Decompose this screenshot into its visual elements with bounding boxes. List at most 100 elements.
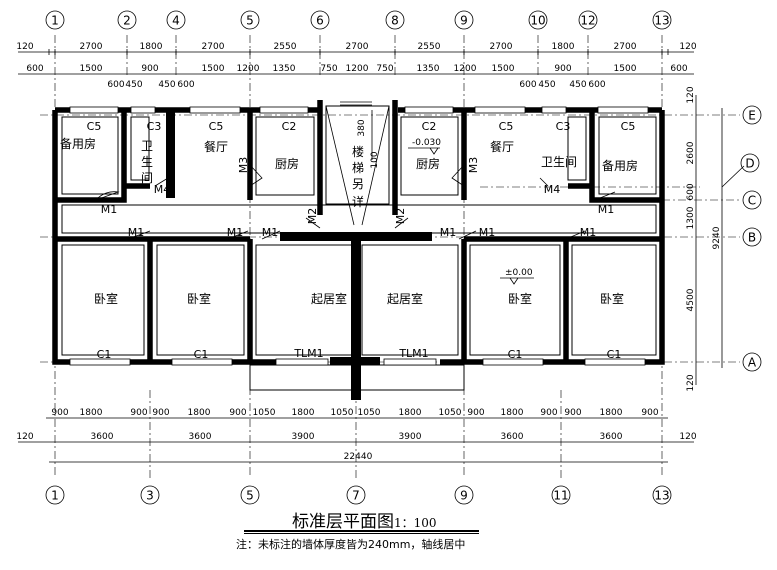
dim-label: 3600 (600, 432, 623, 442)
axis-label: 6 (316, 14, 324, 28)
title-text: 标准层平面图 (292, 512, 394, 532)
dim-label: 3600 (91, 432, 114, 442)
dim-label: 1050 (253, 408, 276, 418)
tag-c2: C2 (282, 120, 297, 133)
dim-label: 120 (686, 374, 696, 391)
top-dimensions: 120 2700 1800 2700 2550 2700 2550 2700 1… (16, 42, 696, 90)
opening-tags: C5 C3 C5 C2 C2 C5 C3 C5 M1 M4 M4 M1 M1 M… (87, 120, 636, 361)
tag-m1: M1 (101, 203, 118, 216)
dim-label: 900 (152, 408, 169, 418)
tag-c5: C5 (499, 120, 514, 133)
tag-tlm1: TLM1 (293, 347, 323, 360)
dim-label: 2700 (346, 42, 369, 52)
axis-label: 10 (530, 14, 545, 28)
tag-c1: C1 (97, 348, 112, 361)
bottom-axis-bubbles: 1 3 5 7 9 11 13 (45, 485, 672, 505)
drawing-title: 标准层平面图1：100 (292, 507, 437, 532)
dim-label: 3600 (501, 432, 524, 442)
stair-dim: 380 (357, 119, 367, 136)
title-underline (244, 530, 479, 532)
dim-label: 450 (125, 80, 142, 90)
stair-label-2: 梯 (352, 161, 364, 175)
dim-total: 22440 (344, 452, 373, 462)
dim-label: 120 (16, 42, 33, 52)
axis-label: 2 (123, 14, 131, 28)
dim-label: 1050 (358, 408, 381, 418)
axis-label: 13 (654, 14, 669, 28)
dim-label: 2600 (686, 141, 696, 164)
tag-m2: M2 (306, 208, 319, 225)
dim-label: 900 (564, 408, 581, 418)
dim-total: 9240 (712, 226, 722, 249)
elevation-label: ±0.00 (505, 268, 533, 278)
tag-m4: M4 (154, 183, 171, 196)
axis-label: A (748, 356, 757, 370)
dim-label: 600 (686, 183, 696, 200)
dim-label: 120 (16, 432, 33, 442)
tag-c1: C1 (194, 348, 209, 361)
stair-label-4: 详 (352, 194, 364, 209)
dim-label: 120 (679, 432, 696, 442)
dim-label: 900 (130, 408, 147, 418)
dim-label: 600 (670, 64, 687, 74)
dim-label: 1800 (399, 408, 422, 418)
dim-label: 1800 (188, 408, 211, 418)
dim-label: 1800 (80, 408, 103, 418)
tag-c1: C1 (508, 348, 523, 361)
right-dimensions: 120 2600 600 1300 4500 120 9240 (686, 86, 723, 392)
dim-label: 1800 (552, 42, 575, 52)
axis-label: 12 (580, 14, 595, 28)
dim-label: 450 (158, 80, 175, 90)
dim-label: 1350 (417, 64, 440, 74)
room-dining-left: 餐厅 (204, 139, 228, 154)
axis-label: 9 (460, 14, 468, 28)
dim-label: 600 (519, 80, 536, 90)
tag-m1: M1 (598, 203, 615, 216)
axis-label: 5 (246, 14, 254, 28)
stair-dim: 100 (370, 151, 380, 168)
tag-m4: M4 (544, 183, 561, 196)
dim-label: 900 (229, 408, 246, 418)
dim-label: 450 (569, 80, 586, 90)
stair-label-3: 另 (352, 177, 364, 191)
tag-m1: M1 (479, 226, 496, 239)
room-labels: 备用房 卫 生 间 餐厅 厨房 楼 梯 另 详 厨房 餐厅 卫生间 备用房 卧室… (60, 136, 638, 306)
axis-label: 3 (146, 489, 154, 503)
axis-label: 9 (460, 489, 468, 503)
room-bedroom-1: 卧室 (94, 291, 118, 306)
dim-label: 1500 (614, 64, 637, 74)
dim-label: 2700 (202, 42, 225, 52)
tag-c5: C5 (87, 120, 102, 133)
room-kitchen-right: 厨房 (416, 156, 440, 171)
axis-label: 4 (172, 14, 180, 28)
room-bedroom-4: 卧室 (600, 291, 624, 306)
dim-label: 120 (686, 86, 696, 103)
tag-c1: C1 (607, 348, 622, 361)
dim-label: 1500 (80, 64, 103, 74)
dim-label: 3900 (292, 432, 315, 442)
axis-label: 13 (654, 489, 669, 503)
dim-label: 2550 (418, 42, 441, 52)
dim-label: 1800 (501, 408, 524, 418)
dim-label: 600 (26, 64, 43, 74)
room-bath-left-1: 卫 (141, 139, 153, 153)
scale-text: 1：100 (394, 516, 437, 530)
tag-m3: M3 (237, 157, 250, 174)
dim-label: 1500 (202, 64, 225, 74)
dim-label: 3600 (189, 432, 212, 442)
room-living-right: 起居室 (387, 291, 423, 306)
room-bath-left-3: 间 (141, 171, 153, 185)
dim-label: 600 (588, 80, 605, 90)
right-axis-bubbles: E D C B A (721, 105, 762, 372)
room-bedroom-3: 卧室 (508, 291, 532, 306)
tag-m1: M1 (128, 226, 145, 239)
tag-tlm1: TLM1 (398, 347, 428, 360)
door-swings (95, 164, 616, 240)
axis-label: C (748, 194, 756, 208)
dim-label: 1050 (439, 408, 462, 418)
axis-label: 11 (553, 489, 568, 503)
stair-annotations: 380 100 -0.030 ±0.00 (357, 119, 534, 285)
tag-c5: C5 (621, 120, 636, 133)
dim-label: 900 (467, 408, 484, 418)
stair-lines (325, 101, 390, 226)
